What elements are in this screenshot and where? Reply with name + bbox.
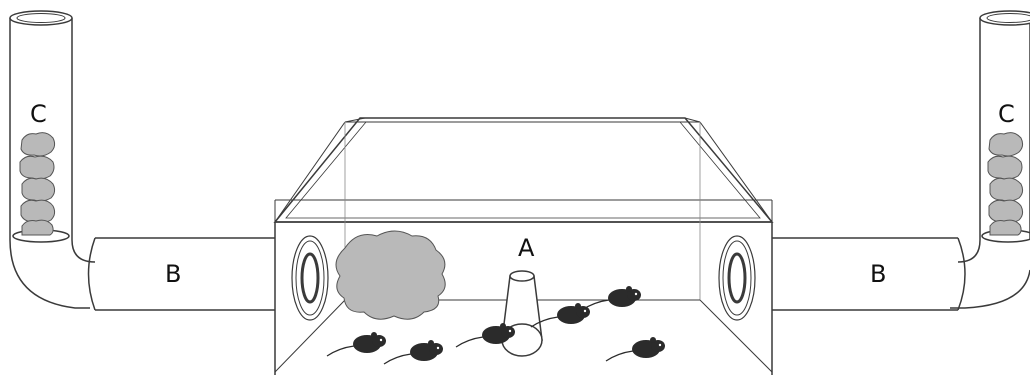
central-cage — [273, 117, 774, 375]
label-b-left: B — [165, 260, 182, 288]
label-c-left: C — [30, 100, 47, 128]
left-door — [291, 235, 329, 321]
mouse-6 — [605, 336, 666, 362]
mouse-1 — [326, 331, 387, 357]
nesting-material — [335, 230, 446, 320]
right-tube — [772, 237, 966, 311]
left-tube — [87, 237, 275, 311]
water-cup — [501, 270, 543, 357]
right-feeder — [950, 10, 1030, 309]
label-c-right: C — [998, 100, 1015, 128]
right-door — [718, 235, 756, 321]
label-b-right: B — [870, 260, 887, 288]
mouse-5 — [581, 285, 642, 311]
mouse-2 — [383, 339, 444, 365]
left-feeder — [9, 10, 96, 309]
label-a: A — [518, 234, 535, 262]
